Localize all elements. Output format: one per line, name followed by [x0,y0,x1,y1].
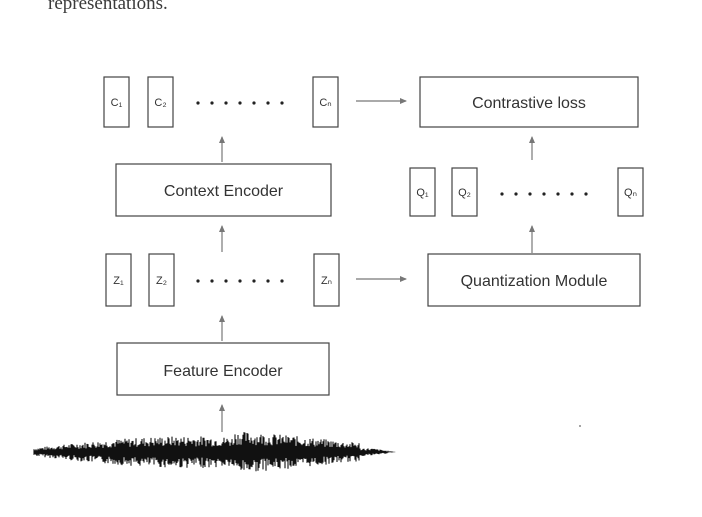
latent-token-z2: Z₂ [148,253,175,307]
context-token-c2: C₂ [147,76,174,128]
quantized-token-q2: Q₂ [451,167,478,217]
context-encoder-box: Context Encoder [115,163,332,217]
quantization-module-label: Quantization Module [461,273,608,290]
quantized-token-q2-label: Q₂ [458,187,471,199]
context-token-cn: Cₙ [312,76,339,128]
context-token-c2-label: C₂ [154,97,166,109]
speck-mark [579,425,581,427]
contrastive-loss-box: Contrastive loss [419,76,639,128]
context-token-c1-label: C₁ [111,97,123,109]
quantized-token-q1-label: Q₁ [416,187,429,199]
latent-ellipsis [196,279,284,283]
waveform-path [33,432,396,472]
latent-token-z2-label: Z₂ [156,275,167,287]
latent-token-z1: Z₁ [105,253,132,307]
quantized-token-qn-label: Qₙ [624,187,637,199]
latent-token-zn-label: Zₙ [321,275,332,287]
latent-token-z1-label: Z₁ [113,275,124,287]
quantized-token-q1: Q₁ [409,167,436,217]
quantized-token-qn: Qₙ [617,167,644,217]
feature-encoder-box: Feature Encoder [116,342,330,396]
contrastive-loss-label: Contrastive loss [472,95,586,112]
context-token-c1: C₁ [103,76,130,128]
quantization-module-box: Quantization Module [427,253,641,307]
context-ellipsis [196,101,284,105]
context-encoder-label: Context Encoder [164,183,284,200]
context-token-cn-label: Cₙ [319,97,331,109]
quantized-ellipsis [500,192,588,196]
header-fragment: representations. [48,0,168,14]
feature-encoder-label: Feature Encoder [163,363,283,380]
waveform-icon [33,432,396,472]
latent-token-zn: Zₙ [313,253,340,307]
